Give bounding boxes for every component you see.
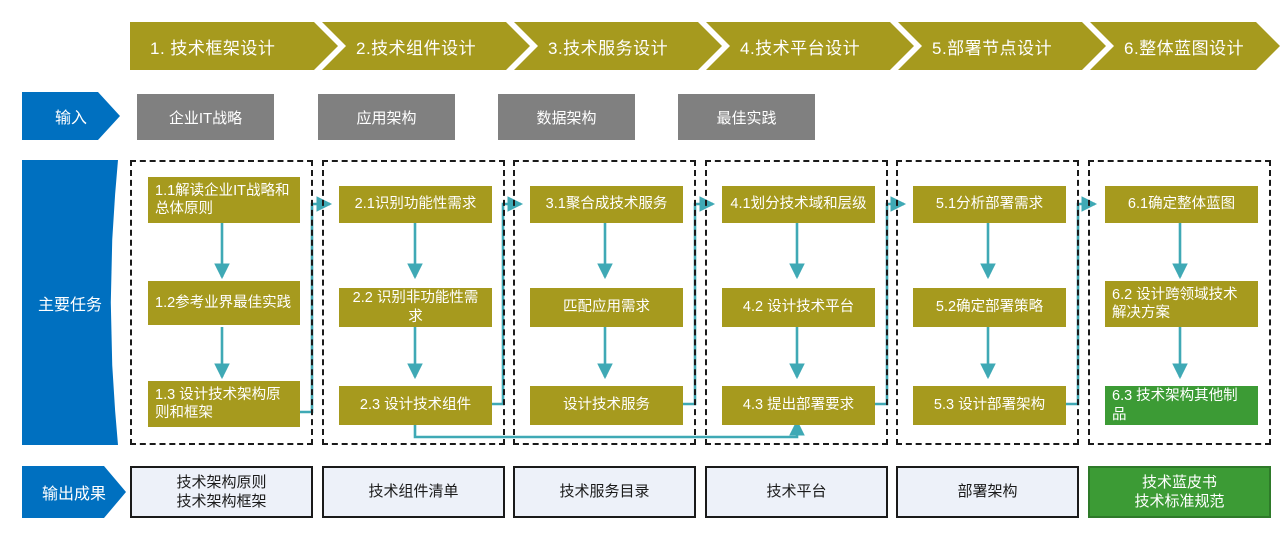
input-box-label: 应用架构 (356, 109, 417, 127)
task-box-1-2[interactable]: 1.2参考业界最佳实践 (148, 281, 300, 325)
output-label: 部署架构 (957, 483, 1018, 501)
input-box-2[interactable]: 应用架构 (318, 94, 455, 140)
task-label: 设计技术服务 (563, 397, 650, 414)
output-box-4[interactable]: 技术平台 (705, 466, 888, 518)
task-column-container-4 (705, 160, 888, 445)
task-column-container-3 (513, 160, 696, 445)
task-label: 5.3 设计部署架构 (933, 397, 1046, 414)
task-label: 6.3 技术架构其他制品 (1112, 388, 1238, 423)
task-column-container-5 (896, 160, 1079, 445)
task-label: 1.2参考业界最佳实践 (155, 294, 292, 311)
input-box-4[interactable]: 最佳实践 (678, 94, 815, 140)
task-box-4-3[interactable]: 4.3 提出部署要求 (722, 386, 875, 425)
phase-chevron-1[interactable]: 1. 技术框架设计 (130, 22, 338, 70)
row-label-output: 输出成果 (22, 466, 126, 518)
output-label: 技术蓝皮书 技术标准规范 (1134, 473, 1225, 511)
output-box-6[interactable]: 技术蓝皮书 技术标准规范 (1088, 466, 1271, 518)
phase-label: 3.技术服务设计 (548, 38, 669, 58)
task-label: 3.1聚合成技术服务 (545, 196, 668, 213)
task-label: 4.3 提出部署要求 (742, 397, 855, 414)
task-column-container-2 (322, 160, 505, 445)
phase-label: 2.技术组件设计 (356, 38, 477, 58)
task-label: 6.1确定整体蓝图 (1127, 196, 1236, 213)
output-box-2[interactable]: 技术组件清单 (322, 466, 505, 518)
task-label: 5.2确定部署策略 (935, 299, 1044, 316)
task-box-3-2[interactable]: 匹配应用需求 (530, 288, 683, 327)
task-box-5-1[interactable]: 5.1分析部署需求 (913, 186, 1066, 223)
task-box-6-1[interactable]: 6.1确定整体蓝图 (1105, 186, 1258, 223)
input-box-label: 最佳实践 (716, 109, 777, 127)
row-label-output-text: 输出成果 (41, 486, 106, 503)
task-box-1-1[interactable]: 1.1解读企业IT战略和总体原则 (148, 177, 300, 223)
output-label: 技术服务目录 (559, 483, 650, 501)
input-box-3[interactable]: 数据架构 (498, 94, 635, 140)
output-label: 技术组件清单 (368, 483, 459, 501)
task-box-1-3[interactable]: 1.3 设计技术架构原则和框架 (148, 381, 300, 427)
phase-label: 5.部署节点设计 (932, 38, 1053, 58)
task-box-2-2[interactable]: 2.2 识别非功能性需求 (339, 288, 492, 327)
task-label: 2.1识别功能性需求 (354, 196, 477, 213)
task-label: 4.1划分技术域和层级 (730, 196, 867, 213)
task-column-container-6 (1088, 160, 1271, 445)
phase-chevron-2[interactable]: 2.技术组件设计 (322, 22, 530, 70)
task-label: 1.3 设计技术架构原则和框架 (155, 386, 281, 421)
input-box-label: 数据架构 (536, 109, 597, 127)
task-box-3-1[interactable]: 3.1聚合成技术服务 (530, 186, 683, 223)
phase-label: 1. 技术框架设计 (150, 38, 276, 58)
output-box-5[interactable]: 部署架构 (896, 466, 1079, 518)
output-box-1[interactable]: 技术架构原则 技术架构框架 (130, 466, 313, 518)
task-label: 5.1分析部署需求 (935, 196, 1044, 213)
phase-chevron-5[interactable]: 5.部署节点设计 (898, 22, 1106, 70)
input-box-label: 企业IT战略 (168, 109, 243, 127)
task-box-4-2[interactable]: 4.2 设计技术平台 (722, 288, 875, 327)
task-box-3-3[interactable]: 设计技术服务 (530, 386, 683, 425)
row-label-tasks-text: 主要任务 (37, 296, 102, 314)
phase-label: 6.整体蓝图设计 (1124, 38, 1245, 58)
phase-chevron-4[interactable]: 4.技术平台设计 (706, 22, 914, 70)
row-label-input-text: 输入 (54, 110, 87, 127)
phase-chevron-3[interactable]: 3.技术服务设计 (514, 22, 722, 70)
output-label: 技术架构原则 技术架构框架 (176, 473, 267, 511)
task-box-6-2[interactable]: 6.2 设计跨领域技术解决方案 (1105, 281, 1258, 327)
task-label: 6.2 设计跨领域技术解决方案 (1112, 286, 1238, 321)
task-box-2-3[interactable]: 2.3 设计技术组件 (339, 386, 492, 425)
output-label: 技术平台 (766, 483, 827, 501)
task-label: 2.2 识别非功能性需求 (352, 290, 479, 325)
task-column-container-1 (130, 160, 313, 445)
row-label-input: 输入 (22, 92, 120, 140)
output-box-3[interactable]: 技术服务目录 (513, 466, 696, 518)
task-box-6-3[interactable]: 6.3 技术架构其他制品 (1105, 386, 1258, 425)
input-box-1[interactable]: 企业IT战略 (137, 94, 274, 140)
task-label: 匹配应用需求 (563, 299, 650, 316)
task-label: 1.1解读企业IT战略和总体原则 (155, 182, 290, 217)
task-box-5-3[interactable]: 5.3 设计部署架构 (913, 386, 1066, 425)
phase-chevron-6[interactable]: 6.整体蓝图设计 (1090, 22, 1280, 70)
task-label: 2.3 设计技术组件 (359, 397, 472, 414)
task-label: 4.2 设计技术平台 (742, 299, 855, 316)
phase-label: 4.技术平台设计 (740, 38, 861, 58)
task-box-4-1[interactable]: 4.1划分技术域和层级 (722, 186, 875, 223)
task-box-5-2[interactable]: 5.2确定部署策略 (913, 288, 1066, 327)
row-label-tasks: 主要任务 (22, 160, 118, 445)
task-box-2-1[interactable]: 2.1识别功能性需求 (339, 186, 492, 223)
